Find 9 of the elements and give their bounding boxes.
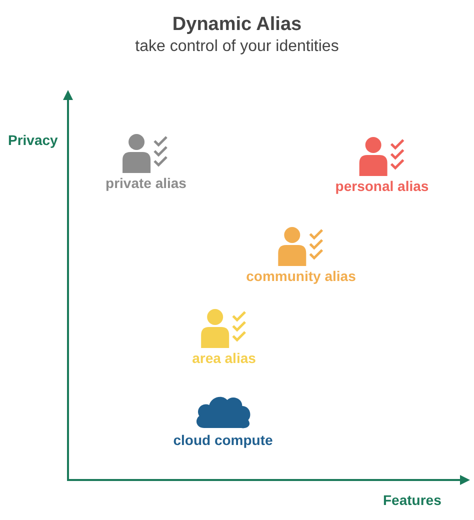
subtitle: take control of your identities: [135, 38, 339, 56]
title: Dynamic Alias: [172, 14, 302, 36]
axis-label: Features: [383, 492, 442, 508]
item-label: cloud compute: [173, 432, 273, 448]
axis-label: Privacy: [8, 132, 58, 148]
alias-label: personal alias: [335, 178, 429, 194]
alias-label: private alias: [106, 175, 186, 191]
alias-label: community alias: [246, 268, 356, 284]
alias-label: area alias: [192, 350, 256, 366]
